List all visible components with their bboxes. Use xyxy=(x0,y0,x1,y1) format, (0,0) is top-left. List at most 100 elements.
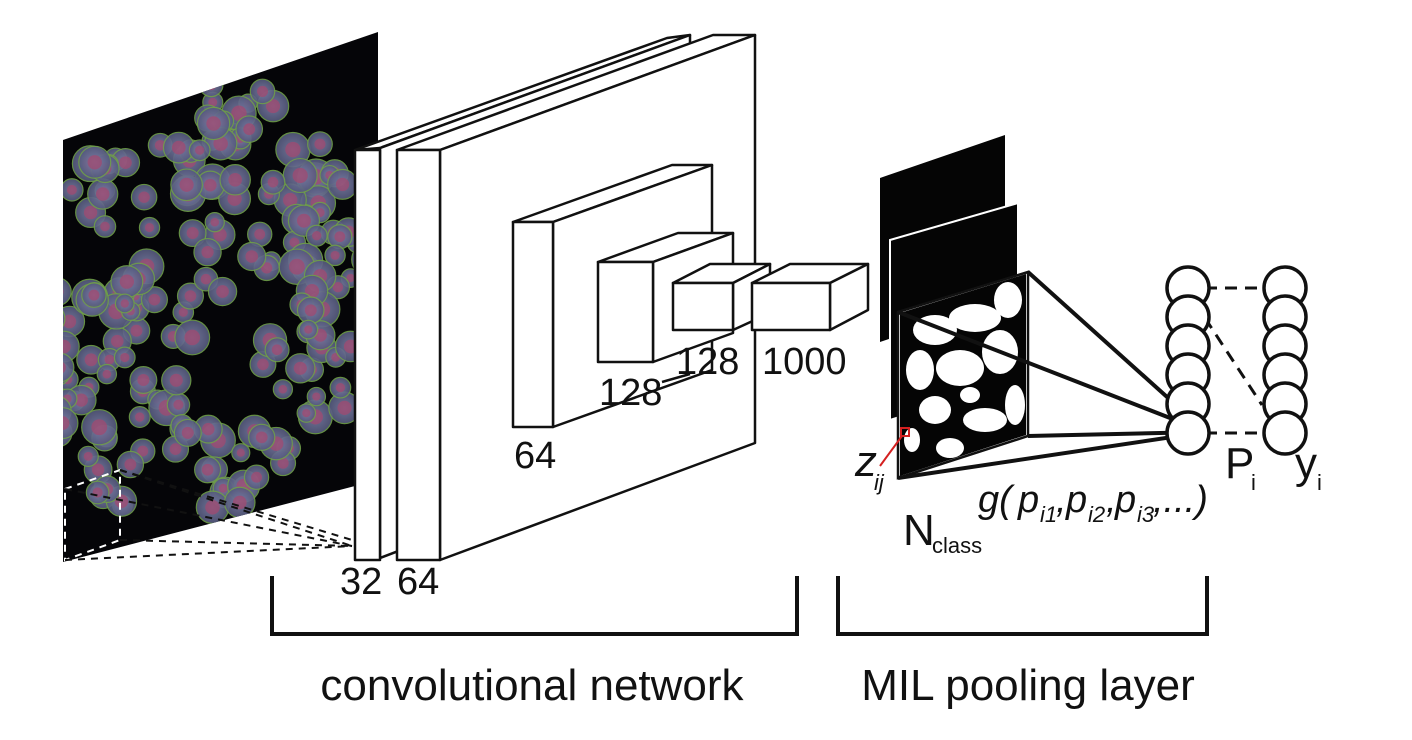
cell-nucleus xyxy=(102,369,112,379)
cell xyxy=(63,352,75,383)
cell-nucleus xyxy=(63,368,64,379)
cell-nucleus xyxy=(255,431,268,444)
cell-nucleus xyxy=(266,99,281,114)
probability-node xyxy=(1165,410,1211,456)
cell-nucleus xyxy=(304,325,313,334)
cell-nucleus xyxy=(335,177,350,192)
cell-nucleus xyxy=(181,426,194,439)
cell xyxy=(63,277,72,307)
label-n: N xyxy=(903,506,935,555)
cell-nucleus xyxy=(130,324,143,337)
cell-nucleus xyxy=(283,192,298,208)
cell-nucleus xyxy=(267,176,279,188)
cell-nucleus xyxy=(178,307,188,317)
label-node-column xyxy=(1262,265,1308,456)
cell xyxy=(63,303,65,329)
dense-connections xyxy=(1203,286,1264,435)
heatmap-blob xyxy=(994,282,1022,318)
cell-nucleus xyxy=(236,448,245,457)
heatmap-blob xyxy=(963,408,1007,432)
cell-nucleus xyxy=(169,443,182,455)
cell-nucleus xyxy=(335,383,346,393)
probability-node-column xyxy=(1165,265,1211,456)
cell-nucleus xyxy=(184,290,197,302)
label-z-sub: ij xyxy=(874,470,885,495)
cell-nucleus xyxy=(100,221,110,232)
cell-nucleus xyxy=(83,451,93,461)
cell-nucleus xyxy=(87,155,102,170)
g-p2: p xyxy=(1065,479,1087,521)
cell-nucleus xyxy=(47,310,58,321)
cell-nucleus xyxy=(120,352,130,363)
conv-network-bracket xyxy=(270,576,799,636)
pooling-function-label: g( p i1 , p i2 , p i3 ,...) xyxy=(978,479,1208,527)
cell-nucleus xyxy=(202,422,215,436)
cell-nucleus xyxy=(337,400,352,415)
cell-nucleus xyxy=(205,79,217,91)
label-p: P xyxy=(1225,439,1254,488)
g-sub3: i3 xyxy=(1137,502,1155,527)
label-y: y xyxy=(1295,439,1317,488)
cell-nucleus xyxy=(154,139,166,151)
cell-nucleus xyxy=(135,412,145,422)
cell-nucleus xyxy=(213,63,227,77)
cell-nucleus xyxy=(114,494,129,509)
cell-clusters xyxy=(44,54,378,525)
label-z: z xyxy=(854,437,877,486)
cell-nucleus xyxy=(293,361,307,375)
section-label-conv: convolutional network xyxy=(320,661,744,710)
cell xyxy=(198,72,224,98)
g-sub1: i1 xyxy=(1040,502,1057,527)
pixel-marker xyxy=(879,427,910,467)
g-sub2: i2 xyxy=(1088,502,1105,527)
cell-nucleus xyxy=(148,293,161,306)
cell-nucleus xyxy=(288,258,305,275)
cell-nucleus xyxy=(206,116,221,131)
cell-nucleus xyxy=(330,250,340,260)
label-conv2-channels: 64 xyxy=(397,561,439,603)
cell-nucleus xyxy=(201,463,214,476)
cell-nucleus xyxy=(184,329,201,346)
cell-nucleus xyxy=(119,274,135,289)
cell-nucleus xyxy=(228,172,243,187)
cell-nucleus xyxy=(334,231,346,243)
cell-nucleus xyxy=(169,373,183,387)
input-microscopy-image xyxy=(44,32,378,562)
cell-nucleus xyxy=(63,426,65,439)
label-p-sub: i xyxy=(1251,470,1256,495)
cell-nucleus xyxy=(312,392,321,401)
cell-nucleus xyxy=(292,167,308,184)
label-y-sub: i xyxy=(1317,470,1322,495)
cell-nucleus xyxy=(63,339,71,354)
label-leader-line xyxy=(661,372,691,384)
heatmap-blob xyxy=(904,428,920,452)
label-fc-units: 1000 xyxy=(762,341,847,383)
cell-nucleus xyxy=(296,213,311,228)
cell-nucleus xyxy=(277,457,289,469)
heatmap-blob xyxy=(936,350,984,386)
cell-nucleus xyxy=(257,358,269,371)
cell-nucleus xyxy=(92,487,103,498)
cell-nucleus xyxy=(63,285,64,298)
cell-nucleus xyxy=(144,223,155,233)
cell-nucleus xyxy=(84,353,98,367)
cell-nucleus xyxy=(171,140,186,155)
cell-nucleus xyxy=(213,136,228,151)
cell-nucleus xyxy=(243,123,256,136)
heatmap-blob xyxy=(949,304,1001,332)
cell-nucleus xyxy=(201,246,214,259)
cell-nucleus xyxy=(271,344,283,356)
cell-nucleus xyxy=(63,361,66,375)
cell-nucleus xyxy=(210,217,220,227)
cell-nucleus xyxy=(44,312,57,325)
heatmap-blob xyxy=(960,387,980,403)
label-conv1-channels: 32 xyxy=(340,561,382,603)
cell-nucleus xyxy=(208,97,218,107)
cell-nucleus xyxy=(251,471,263,483)
cell-nucleus xyxy=(186,227,199,240)
g-comma1: , xyxy=(1056,479,1067,521)
cell-nucleus xyxy=(218,483,228,493)
cell-nucleus xyxy=(91,419,108,436)
cell-nucleus xyxy=(205,499,220,515)
